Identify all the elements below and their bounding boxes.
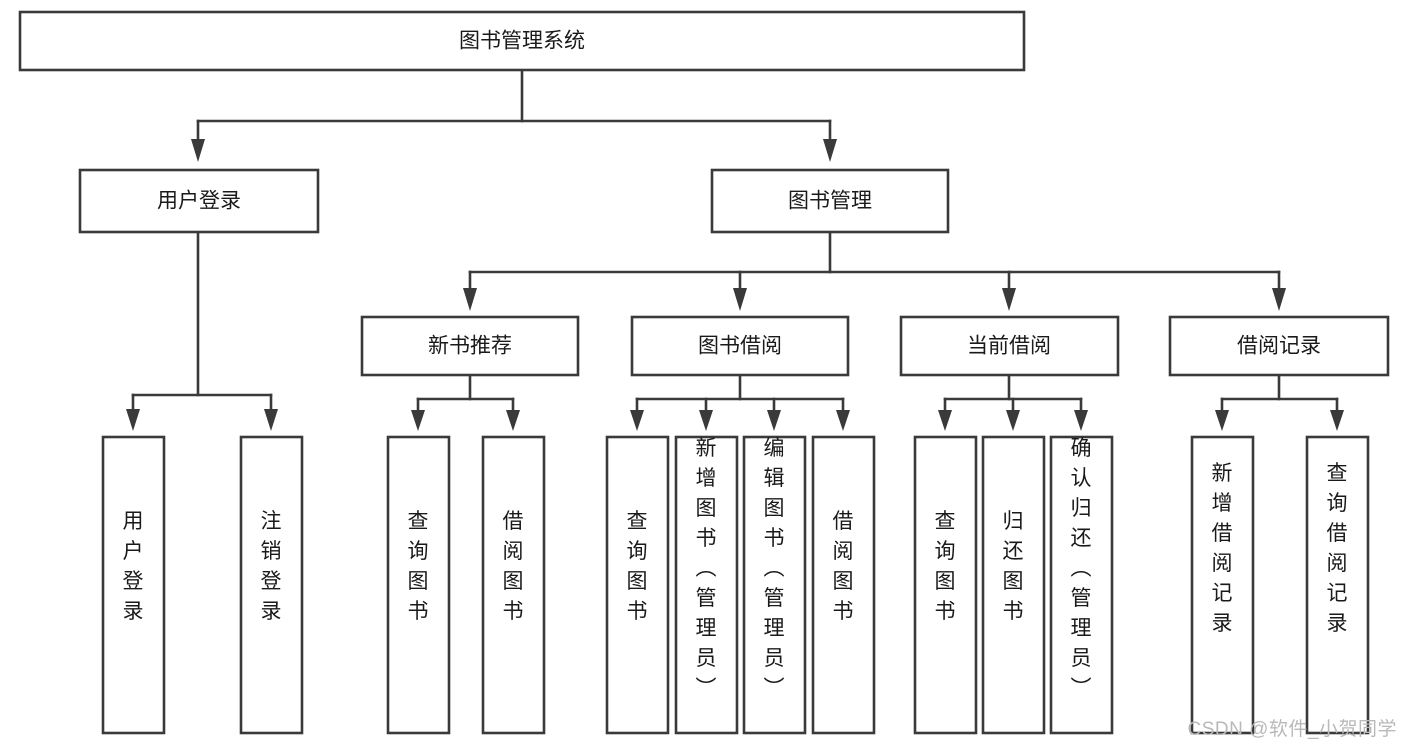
leaf-confirm-return-label: 确认归还︵管理员︶ <box>1071 437 1092 700</box>
leaf-query-book-2-label: 查询图书 <box>627 510 648 623</box>
leaf-user-login-label: 用户登录 <box>123 510 144 623</box>
node-root-box[interactable] <box>18 10 1026 72</box>
node-root[interactable]: 图书管理系统 <box>18 10 1026 72</box>
leaf-query-record[interactable]: 查询借阅记录 <box>1305 435 1370 735</box>
node-new-book-recommend[interactable]: 新书推荐 <box>360 315 580 377</box>
node-borrow-record-box[interactable] <box>1168 315 1390 377</box>
leaf-query-book-1[interactable]: 查询图书 <box>386 435 451 735</box>
arrowhead-leaf-add-record <box>1215 410 1229 431</box>
leaf-borrow-book-2-box[interactable] <box>811 435 876 735</box>
leaf-edit-book[interactable]: 编辑图书︵管理员︶ <box>742 435 807 735</box>
leaf-query-book-1-label: 查询图书 <box>408 510 429 623</box>
leaf-return-book-label: 归还图书 <box>1003 510 1024 623</box>
node-current-borrow-label: 当前借阅 <box>967 335 1051 358</box>
connector-layer <box>126 68 1344 431</box>
node-new-book-recommend-label: 新书推荐 <box>428 335 512 358</box>
arrowhead-leaf-borrow-book-1 <box>506 410 520 431</box>
node-current-borrow-box[interactable] <box>899 315 1120 377</box>
leaf-logout-box[interactable] <box>239 435 304 735</box>
leaf-return-book-box[interactable] <box>981 435 1046 735</box>
leaf-query-book-2[interactable]: 查询图书 <box>605 435 670 735</box>
node-book-manage-box[interactable] <box>710 168 950 234</box>
leaf-edit-book-box[interactable] <box>742 435 807 735</box>
leaf-user-login[interactable]: 用户登录 <box>101 435 166 735</box>
arrowhead-user-login <box>191 139 205 162</box>
leaf-confirm-return[interactable]: 确认归还︵管理员︶ <box>1049 435 1114 735</box>
node-user-login-box[interactable] <box>78 168 320 234</box>
arrowhead-book-borrow <box>733 288 747 311</box>
leaf-query-book-3-box[interactable] <box>913 435 978 735</box>
arrowhead-leaf-query-book-1 <box>411 410 425 431</box>
leaf-logout-label: 注销登录 <box>261 510 282 623</box>
arrowhead-leaf-borrow-book-2 <box>836 410 850 431</box>
leaf-query-book-3-label: 查询图书 <box>935 510 956 623</box>
arrowhead-leaf-query-book-2 <box>630 410 644 431</box>
arrowhead-new-book-recommend <box>463 288 477 311</box>
arrowhead-leaf-query-record <box>1330 410 1344 431</box>
node-borrow-record[interactable]: 借阅记录 <box>1168 315 1390 377</box>
leaf-query-record-box[interactable] <box>1305 435 1370 735</box>
node-user-login-label: 用户登录 <box>157 190 241 213</box>
leaf-add-book-box[interactable] <box>674 435 739 735</box>
leaf-borrow-book-1-box[interactable] <box>481 435 546 735</box>
arrowhead-book-manage <box>823 139 837 162</box>
leaf-add-record[interactable]: 新增借阅记录 <box>1190 435 1255 735</box>
leaf-query-book-3[interactable]: 查询图书 <box>913 435 978 735</box>
leaf-confirm-return-box[interactable] <box>1049 435 1114 735</box>
arrowhead-leaf-return-book <box>1006 410 1020 431</box>
leaf-borrow-book-1[interactable]: 借阅图书 <box>481 435 546 735</box>
arrowhead-leaf-add-book <box>699 410 713 431</box>
leaf-add-book[interactable]: 新增图书︵管理员︶ <box>674 435 739 735</box>
arrowhead-borrow-record <box>1272 288 1286 311</box>
leaf-query-record-label: 查询借阅记录 <box>1327 462 1348 635</box>
node-book-borrow-label: 图书借阅 <box>698 335 782 358</box>
leaf-add-record-box[interactable] <box>1190 435 1255 735</box>
arrowhead-leaf-edit-book <box>767 410 781 431</box>
node-book-borrow-box[interactable] <box>630 315 850 377</box>
node-user-login[interactable]: 用户登录 <box>78 168 320 234</box>
leaf-query-book-2-box[interactable] <box>605 435 670 735</box>
leaf-logout[interactable]: 注销登录 <box>239 435 304 735</box>
node-current-borrow[interactable]: 当前借阅 <box>899 315 1120 377</box>
leaf-return-book[interactable]: 归还图书 <box>981 435 1046 735</box>
leaf-user-login-box[interactable] <box>101 435 166 735</box>
arrowhead-leaf-logout <box>264 409 278 431</box>
leaf-borrow-book-2-label: 借阅图书 <box>833 510 854 623</box>
node-borrow-record-label: 借阅记录 <box>1237 335 1321 358</box>
node-root-label: 图书管理系统 <box>459 30 585 53</box>
node-book-borrow[interactable]: 图书借阅 <box>630 315 850 377</box>
leaf-borrow-book-2[interactable]: 借阅图书 <box>811 435 876 735</box>
node-new-book-recommend-box[interactable] <box>360 315 580 377</box>
arrowhead-leaf-user-login <box>126 409 140 431</box>
leaf-query-book-1-box[interactable] <box>386 435 451 735</box>
leaf-borrow-book-1-label: 借阅图书 <box>503 510 524 623</box>
leaf-add-record-label: 新增借阅记录 <box>1212 462 1233 635</box>
leaf-add-book-label: 新增图书︵管理员︶ <box>696 437 717 700</box>
node-book-manage[interactable]: 图书管理 <box>710 168 950 234</box>
arrowhead-current-borrow <box>1002 288 1016 311</box>
node-book-manage-label: 图书管理 <box>788 190 872 213</box>
arrowhead-leaf-confirm-return <box>1074 410 1088 431</box>
arrowhead-leaf-query-book-3 <box>938 410 952 431</box>
leaf-edit-book-label: 编辑图书︵管理员︶ <box>764 437 785 700</box>
